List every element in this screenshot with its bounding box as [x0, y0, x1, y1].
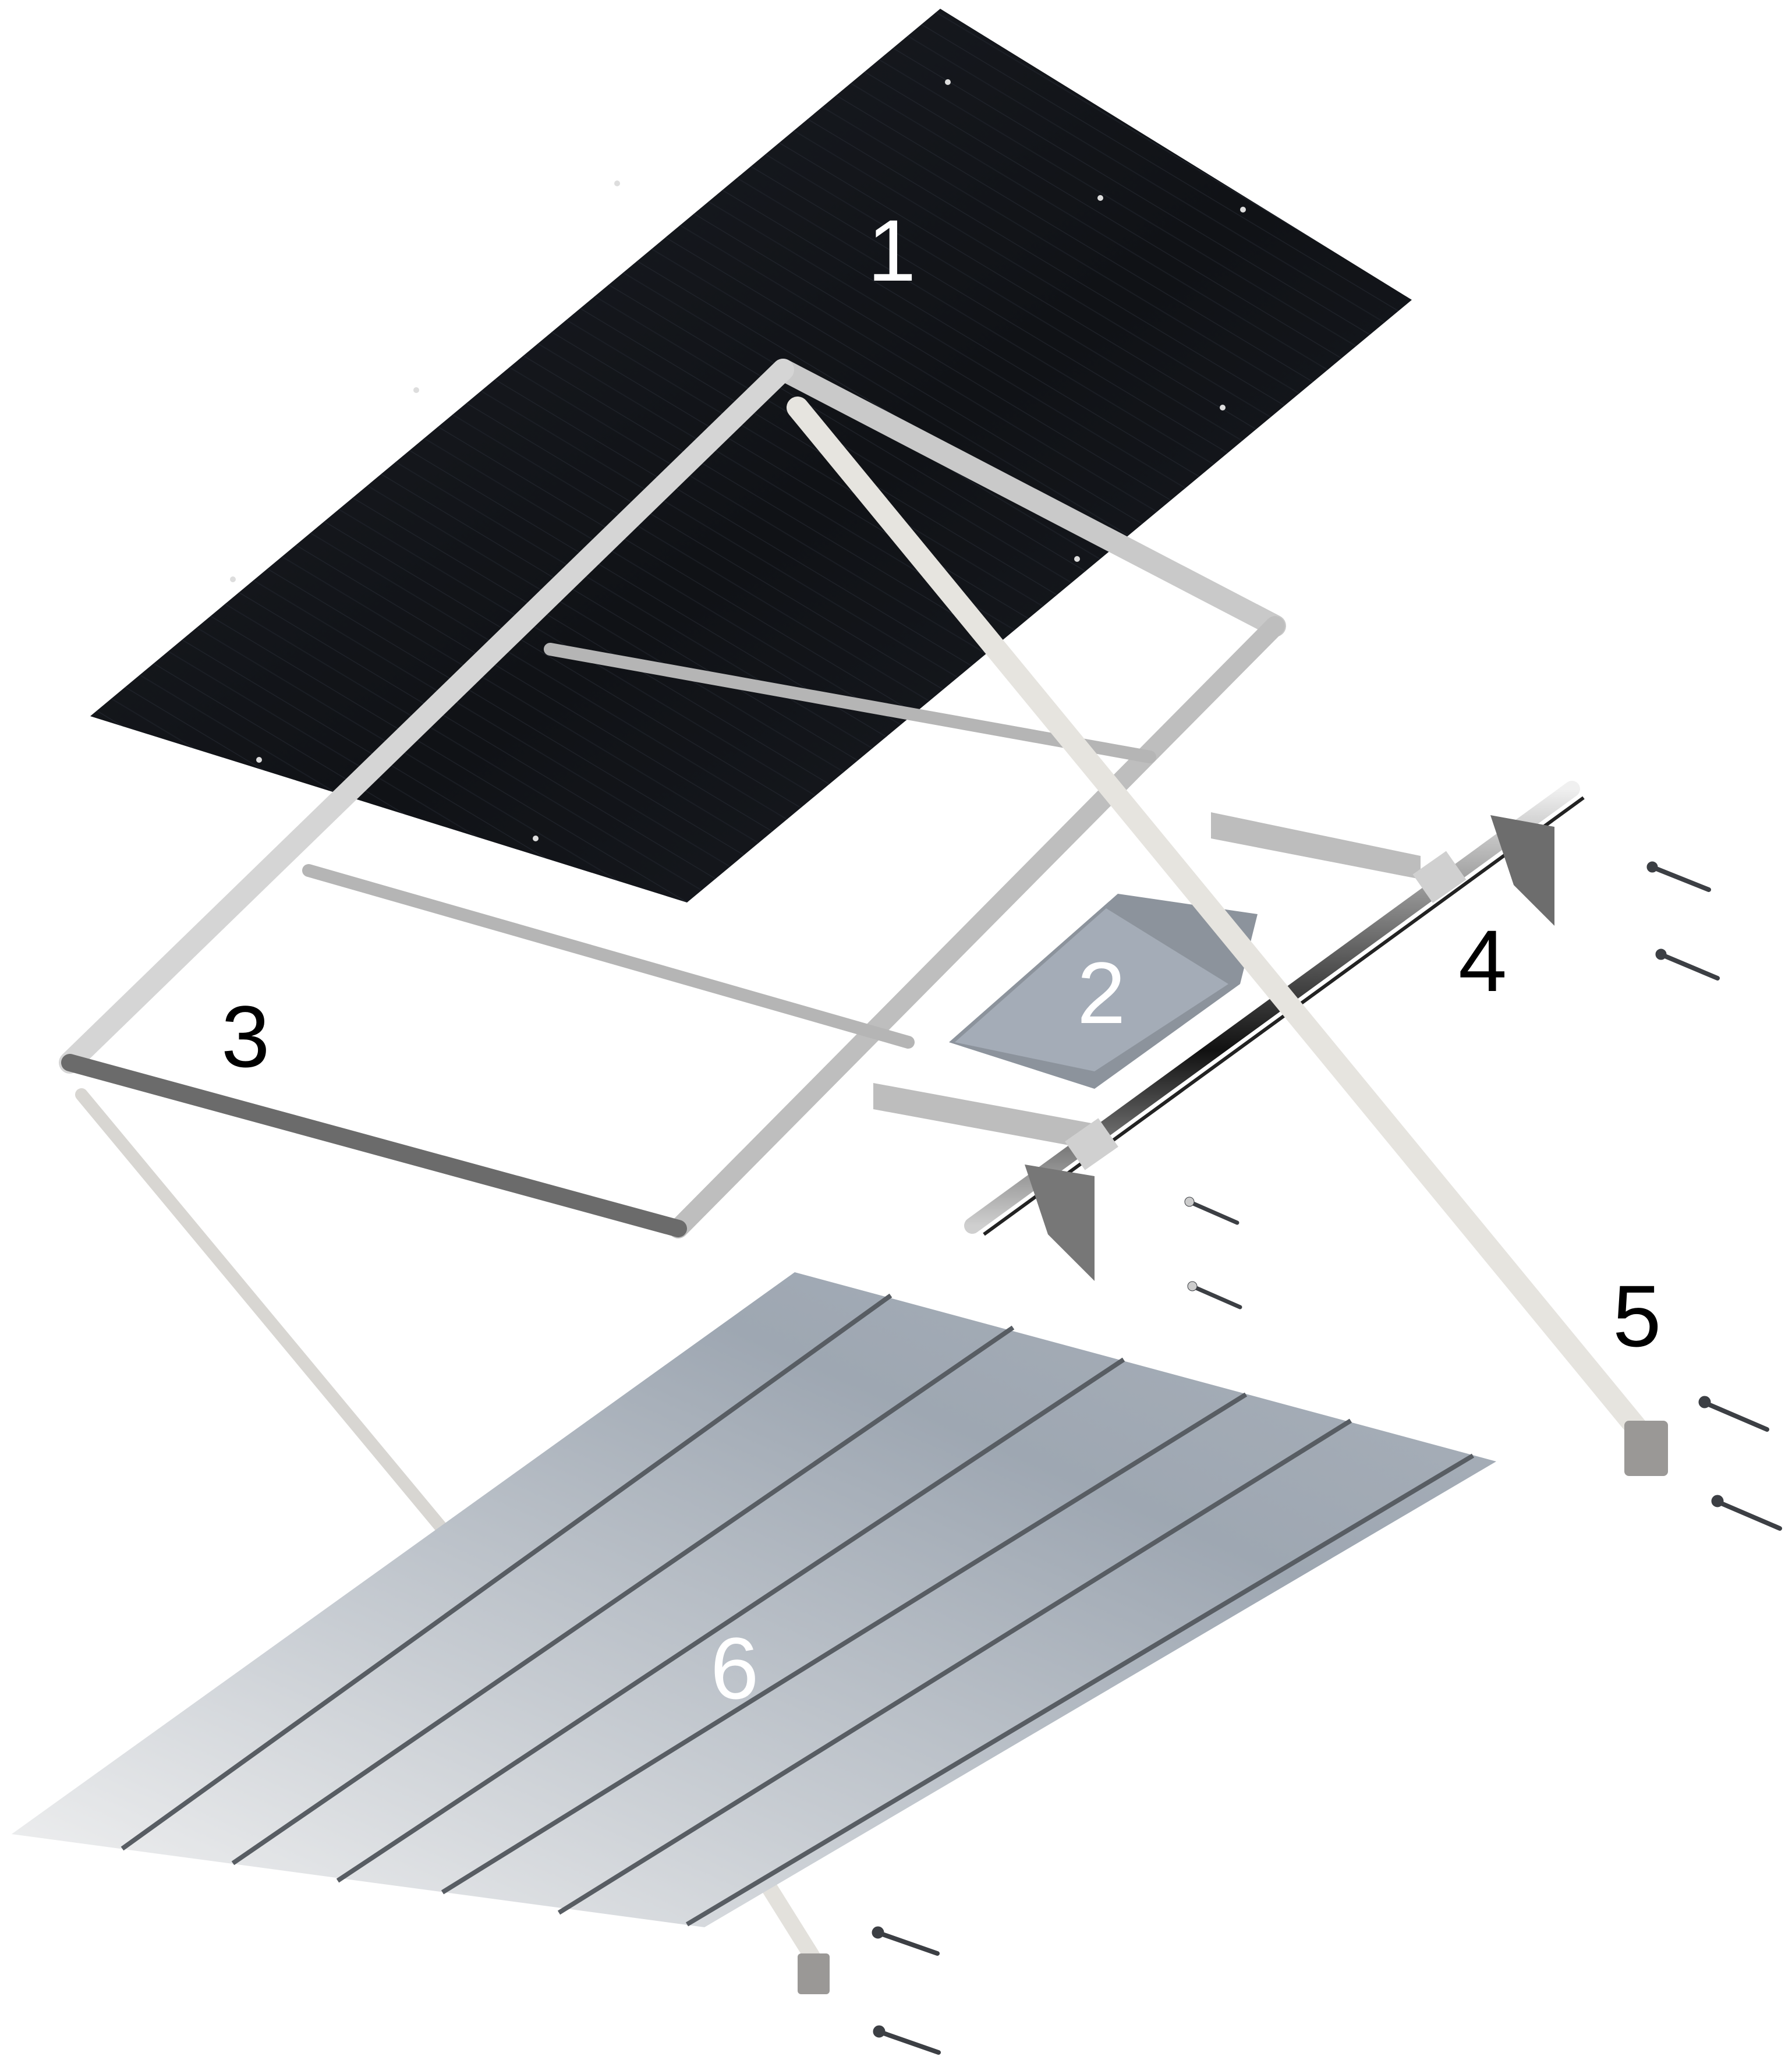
lag-screw-icon	[873, 2025, 941, 2055]
part-label-6: 6	[710, 1619, 759, 1717]
part-label-3: 3	[221, 988, 270, 1085]
lag-screw-icon	[1187, 1281, 1242, 1309]
lag-screw-icon	[1711, 1495, 1782, 1531]
sheet-ribs	[121, 1293, 1475, 1927]
part-label-4: 4	[1458, 912, 1507, 1010]
part-label-2: 2	[1077, 944, 1126, 1042]
mounting-frame	[59, 359, 1286, 1238]
strut-foot-bracket-bottom	[798, 1953, 830, 1994]
lag-screw-icon	[872, 1926, 940, 1956]
lag-screw-icon	[1698, 1396, 1769, 1432]
lag-screw-icon	[1184, 1197, 1239, 1225]
wall-bracket-rail	[873, 781, 1585, 1281]
lag-screw-icon	[1646, 861, 1711, 892]
corrugated-roof-sheet	[12, 1272, 1496, 1927]
part-label-5: 5	[1613, 1267, 1662, 1365]
part-label-1: 1	[867, 201, 916, 299]
panel-mounting-holes	[230, 79, 1246, 841]
support-struts	[75, 397, 1668, 1994]
lag-screw-icon	[1655, 948, 1720, 981]
strut-foot-bracket-right	[1624, 1421, 1668, 1476]
lag-screws	[872, 861, 1782, 2055]
solar-panel	[90, 9, 1412, 902]
junction-box-cover	[949, 894, 1258, 1089]
